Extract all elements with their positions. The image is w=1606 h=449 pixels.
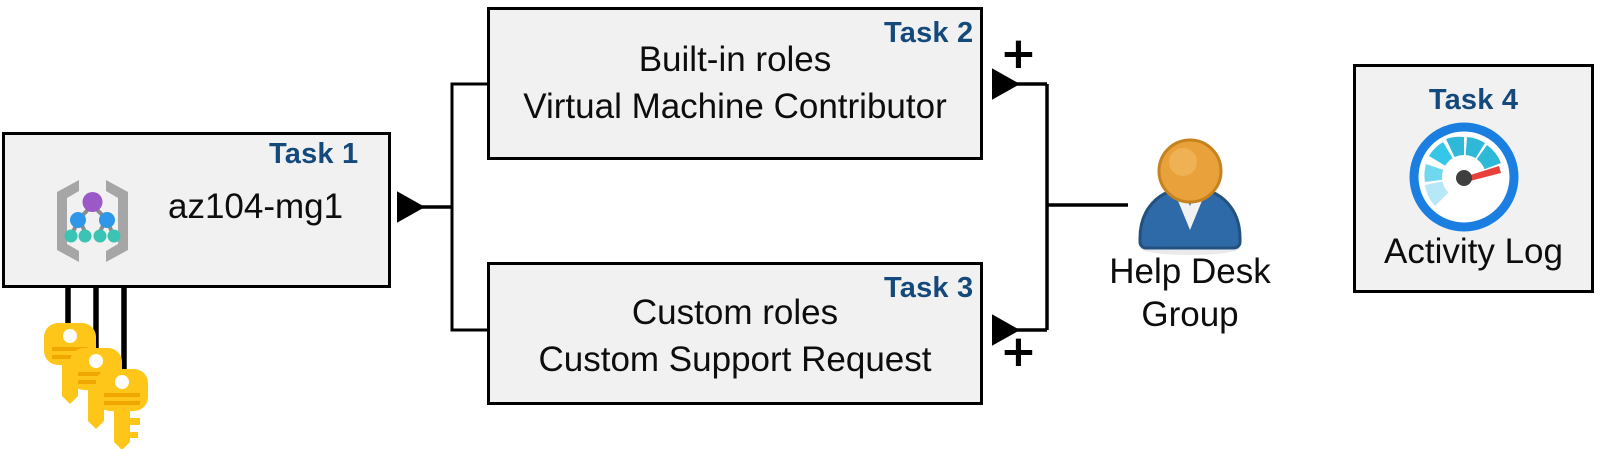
task4-tag: Task 4 [1428, 84, 1519, 116]
plus-operator-bottom: + [1000, 326, 1037, 377]
plus-operator-top: + [1000, 28, 1037, 79]
activity-log-gauge-icon [1409, 122, 1519, 232]
user-group-icon [1128, 138, 1252, 256]
task3-box[interactable] [487, 262, 983, 405]
keys-icon [38, 318, 153, 449]
task3-tag: Task 3 [884, 272, 974, 304]
task1-label: az104-mg1 [168, 187, 344, 226]
actor-label-line1: Help Desk [1109, 252, 1271, 291]
connector-group-to-roles [992, 68, 1128, 346]
task2-tag: Task 2 [884, 17, 974, 49]
task3-line1: Custom roles [631, 293, 839, 332]
connector-roles-to-mg [397, 82, 487, 332]
actor-label-line2: Group [1141, 295, 1239, 334]
task1-tag: Task 1 [269, 138, 359, 170]
task2-line2: Virtual Machine Contributor [523, 87, 947, 126]
task2-box[interactable] [487, 7, 983, 160]
management-group-icon [45, 172, 140, 267]
task4-label: Activity Log [1384, 232, 1563, 271]
task2-line1: Built-in roles [638, 40, 832, 79]
task3-line2: Custom Support Request [538, 340, 932, 379]
